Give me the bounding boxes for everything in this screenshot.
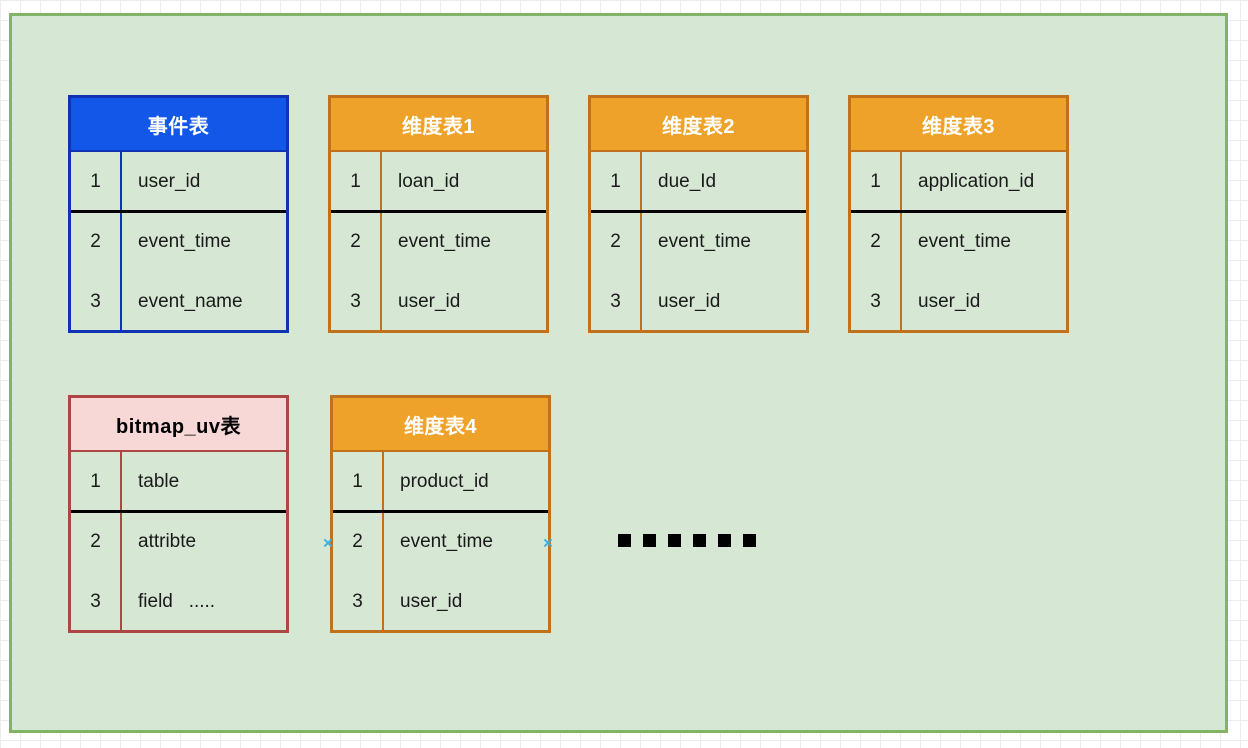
- row-number: 3: [71, 272, 122, 332]
- table-title: bitmap_uv表: [71, 398, 286, 452]
- connection-point-x-icon[interactable]: ×: [323, 533, 333, 553]
- table-row: 1 user_id: [71, 152, 286, 212]
- row-number: 1: [71, 452, 122, 512]
- table-row: 1 due_Id: [591, 152, 806, 212]
- ellipsis-dots[interactable]: [618, 534, 756, 547]
- table-row: 2 event_time: [333, 512, 548, 572]
- row-divider: [591, 210, 806, 213]
- row-number: 2: [331, 212, 382, 272]
- row-number: 1: [851, 152, 902, 212]
- table-row: 2 event_time: [71, 212, 286, 272]
- row-field: user_id: [400, 591, 463, 612]
- table-row: 3 user_id: [331, 272, 546, 332]
- table-body: 1 loan_id 2 event_time 3 user_id: [331, 152, 546, 332]
- table-title: 事件表: [71, 98, 286, 152]
- row-field: event_name: [138, 291, 243, 312]
- table-row: 3 event_name: [71, 272, 286, 332]
- row-number: 1: [591, 152, 642, 212]
- row-field: table: [138, 471, 180, 492]
- table-row: 1 application_id: [851, 152, 1066, 212]
- dot: [668, 534, 681, 547]
- row-divider: [71, 210, 286, 213]
- row-field: due_Id: [658, 171, 717, 192]
- row-field: event_time: [138, 231, 231, 252]
- dot: [743, 534, 756, 547]
- table-title: 维度表4: [333, 398, 548, 452]
- row-number: 2: [591, 212, 642, 272]
- table-row: 2 attribte: [71, 512, 286, 572]
- dot: [693, 534, 706, 547]
- row-divider: [71, 510, 286, 513]
- table-row: 3 field .....: [71, 572, 286, 632]
- table-row: 3 user_id: [591, 272, 806, 332]
- row-field: event_time: [398, 231, 491, 252]
- row-field: field .....: [138, 591, 216, 612]
- row-number: 3: [591, 272, 642, 332]
- table-row: 1 product_id: [333, 452, 548, 512]
- row-field: event_time: [658, 231, 751, 252]
- entity-table-dim4[interactable]: 维度表4 1 product_id 2 event_time 3 user_id: [330, 395, 551, 633]
- row-field: product_id: [400, 471, 489, 492]
- row-divider: [333, 510, 548, 513]
- dot: [718, 534, 731, 547]
- row-number: 2: [333, 512, 384, 572]
- dot: [643, 534, 656, 547]
- row-field: event_time: [400, 531, 493, 552]
- row-field: user_id: [138, 171, 201, 192]
- row-divider: [331, 210, 546, 213]
- table-title: 维度表1: [331, 98, 546, 152]
- row-number: 3: [71, 572, 122, 632]
- row-field: user_id: [398, 291, 461, 312]
- table-row: 2 event_time: [591, 212, 806, 272]
- row-number: 3: [331, 272, 382, 332]
- row-number: 2: [71, 512, 122, 572]
- row-number: 1: [71, 152, 122, 212]
- dot: [618, 534, 631, 547]
- table-row: 2 event_time: [851, 212, 1066, 272]
- entity-table-dim2[interactable]: 维度表2 1 due_Id 2 event_time 3 user_id: [588, 95, 809, 333]
- row-number: 3: [333, 572, 384, 632]
- entity-table-bitmap-uv[interactable]: bitmap_uv表 1 table 2 attribte 3 field ..…: [68, 395, 289, 633]
- row-field: user_id: [658, 291, 721, 312]
- row-field: loan_id: [398, 171, 460, 192]
- row-number: 2: [71, 212, 122, 272]
- table-row: 1 loan_id: [331, 152, 546, 212]
- table-body: 1 table 2 attribte 3 field .....: [71, 452, 286, 632]
- table-title: 维度表3: [851, 98, 1066, 152]
- table-row: 1 table: [71, 452, 286, 512]
- entity-table-dim1[interactable]: 维度表1 1 loan_id 2 event_time 3 user_id: [328, 95, 549, 333]
- table-row: 3 user_id: [851, 272, 1066, 332]
- table-row: 2 event_time: [331, 212, 546, 272]
- row-number: 1: [331, 152, 382, 212]
- table-body: 1 due_Id 2 event_time 3 user_id: [591, 152, 806, 332]
- row-field: user_id: [918, 291, 981, 312]
- row-number: 3: [851, 272, 902, 332]
- row-number: 2: [851, 212, 902, 272]
- row-field: application_id: [918, 171, 1035, 192]
- table-body: 1 product_id 2 event_time 3 user_id: [333, 452, 548, 632]
- row-field: attribte: [138, 531, 197, 552]
- row-field: event_time: [918, 231, 1011, 252]
- table-title: 维度表2: [591, 98, 806, 152]
- row-divider: [851, 210, 1066, 213]
- row-number: 1: [333, 452, 384, 512]
- entity-table-event[interactable]: 事件表 1 user_id 2 event_time 3 event_name: [68, 95, 289, 333]
- table-row: 3 user_id: [333, 572, 548, 632]
- table-body: 1 user_id 2 event_time 3 event_name: [71, 152, 286, 332]
- connection-point-x-icon[interactable]: ×: [543, 533, 553, 553]
- entity-table-dim3[interactable]: 维度表3 1 application_id 2 event_time 3 use…: [848, 95, 1069, 333]
- table-body: 1 application_id 2 event_time 3 user_id: [851, 152, 1066, 332]
